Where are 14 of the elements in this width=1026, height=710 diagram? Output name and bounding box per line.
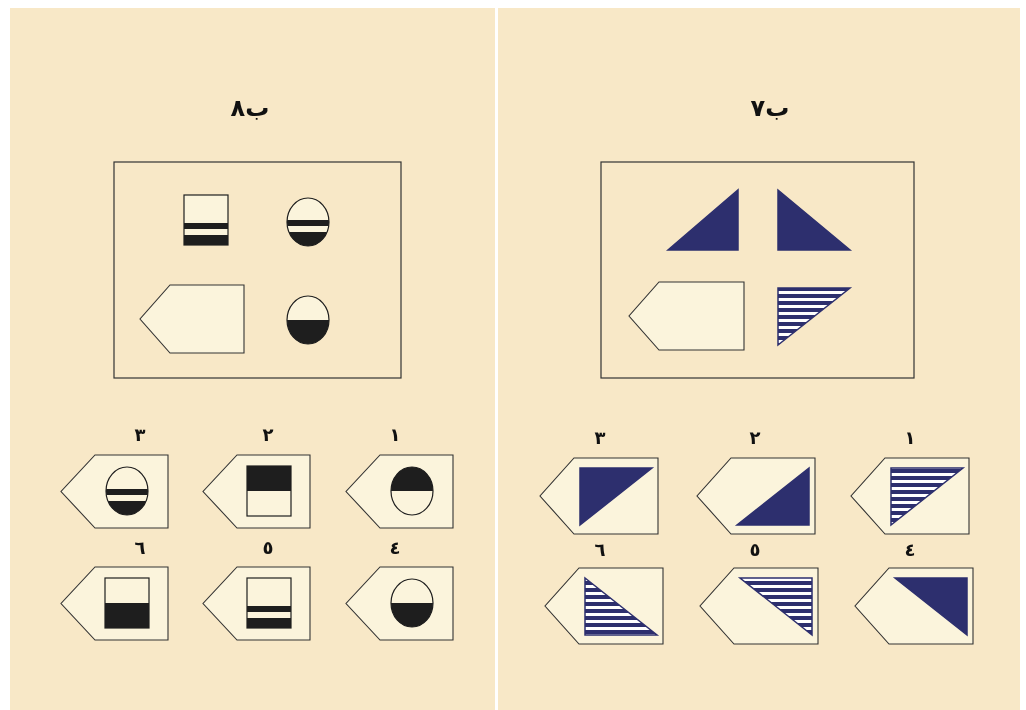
option-number: ٢: [262, 426, 274, 444]
option-number: ٢: [749, 429, 761, 447]
option-number: ٤: [389, 539, 401, 557]
option-number: ٥: [749, 541, 761, 559]
puzzle-title: ب٧: [750, 96, 790, 120]
option-number: ١: [904, 429, 916, 447]
option-number: ٣: [594, 429, 606, 447]
option-number: ٤: [904, 541, 916, 559]
option-number: ١: [389, 426, 401, 444]
option-number: ٦: [594, 541, 606, 559]
option-number: ٣: [134, 426, 146, 444]
puzzle-title: ب٨: [230, 96, 270, 120]
option-number: ٦: [134, 539, 146, 557]
option-number: ٥: [262, 539, 274, 557]
